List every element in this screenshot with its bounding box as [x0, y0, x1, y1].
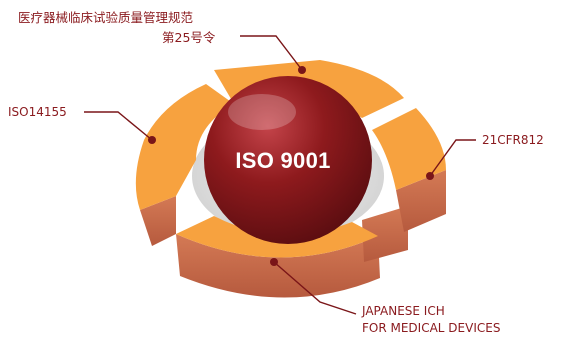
dot-ich	[270, 258, 278, 266]
leader-cfr	[429, 139, 476, 177]
iso9001-sphere	[204, 76, 372, 244]
dot-cfr	[426, 172, 434, 180]
leader-gmp	[240, 35, 303, 71]
label-ich-line2: FOR MEDICAL DEVICES	[362, 321, 501, 335]
label-21cfr812: 21CFR812	[482, 133, 544, 147]
ring-segment-right	[372, 108, 446, 190]
leader-lines	[84, 35, 476, 315]
dot-gmp	[298, 66, 306, 74]
leader-ich	[273, 261, 357, 315]
label-ich-line1: JAPANESE ICH	[362, 304, 445, 318]
label-gmp-line1: 医疗器械临床试验质量管理规范	[18, 10, 194, 25]
label-iso14155: ISO14155	[8, 105, 67, 119]
leader-dots	[148, 66, 434, 266]
sphere-highlight	[228, 94, 296, 130]
dot-iso14155	[148, 136, 156, 144]
ring-segment-left	[135, 84, 234, 210]
label-gmp-line2: 第25号令	[162, 30, 216, 45]
center-label: ISO 9001	[235, 148, 331, 173]
leader-iso14155	[84, 111, 153, 141]
